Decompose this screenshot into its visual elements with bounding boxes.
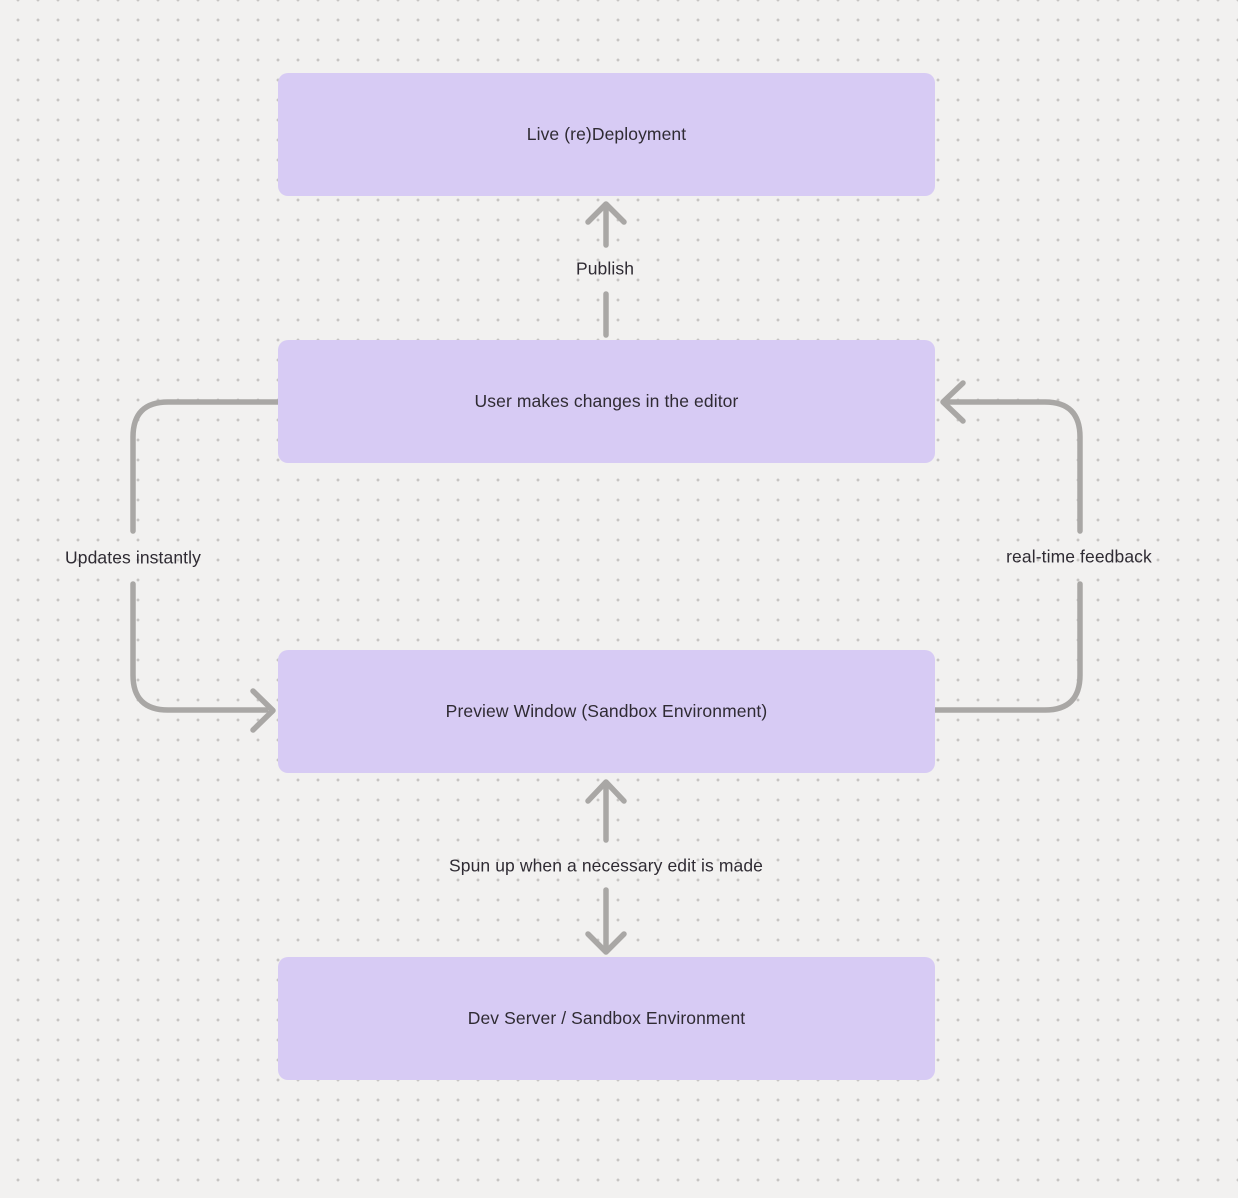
node-live-redeployment-label: Live (re)Deployment (526, 124, 687, 144)
edge-label-real-time-feedback: real-time feedback (1006, 546, 1152, 567)
node-preview-window: Preview Window (Sandbox Environment) (278, 650, 935, 773)
edge-label-publish: Publish (575, 258, 635, 279)
node-dev-server: Dev Server / Sandbox Environment (278, 957, 935, 1080)
edge-label-updates-instantly: Updates instantly (65, 547, 201, 568)
edge-label-spun-up: Spun up when a necessary edit is made (448, 855, 764, 876)
node-live-redeployment: Live (re)Deployment (278, 73, 935, 196)
node-user-editor-label: User makes changes in the editor (474, 391, 739, 411)
node-preview-window-label: Preview Window (Sandbox Environment) (445, 701, 768, 721)
node-user-editor: User makes changes in the editor (278, 340, 935, 463)
node-dev-server-label: Dev Server / Sandbox Environment (467, 1008, 746, 1028)
